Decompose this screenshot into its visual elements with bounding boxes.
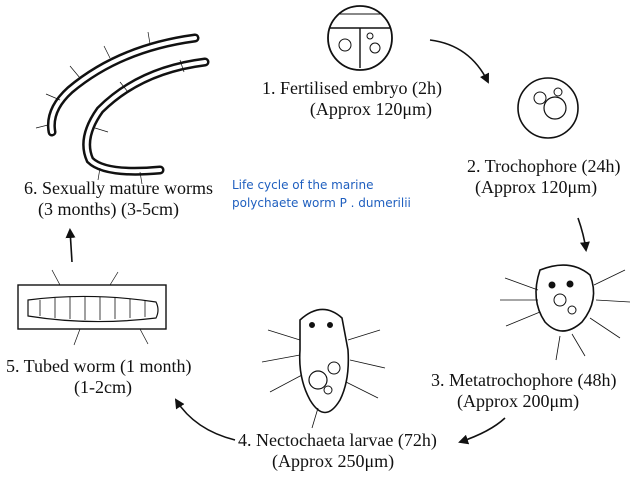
stage-3-title: 3. Metatrochophore (48h): [431, 370, 617, 390]
nectochaeta-illustration: [261, 308, 386, 429]
stage-1-size: (Approx 120μm): [309, 99, 433, 119]
stage-2-title: 2. Trochophore (24h): [467, 156, 621, 176]
stage-3-label: 3. Metatrochophore (48h) (Approx 200μm): [431, 370, 616, 412]
stage-4-title: 4. Nectochaeta larvae (72h): [238, 430, 437, 450]
stage-3-size: (Approx 200μm): [457, 391, 580, 411]
metatrochophore-illustration: [500, 264, 631, 361]
stage-4-size: (Approx 250μm): [272, 451, 395, 471]
stage-1-label: 1. Fertilised embryo (2h) (Approx 120μm): [262, 78, 442, 120]
stage-4-label: 4. Nectochaeta larvae (72h) (Approx 250μ…: [238, 430, 437, 472]
caption-line-1: Life cycle of the marine: [232, 178, 374, 192]
arrow-3-to-4: [458, 417, 506, 445]
fertilised-embryo-illustration: [327, 5, 393, 71]
stage-6-title: 6. Sexually mature worms: [24, 178, 213, 198]
stage-5-title: 5. Tubed worm (1 month): [6, 356, 192, 376]
stage-1-title: 1. Fertilised embryo (2h): [262, 78, 442, 98]
stage-6-size: (3 months) (3-5cm): [38, 199, 179, 219]
arrow-2-to-3: [577, 217, 590, 252]
arrow-4-to-5: [174, 398, 236, 441]
stage-2-size: (Approx 120μm): [475, 177, 598, 197]
diagram-caption: Life cycle of the marine polychaete worm…: [232, 176, 472, 212]
mature-worms-illustration: [35, 31, 210, 185]
arrow-5-to-6: [65, 228, 76, 263]
caption-line-2: polychaete worm P . dumerilii: [232, 196, 411, 210]
stage-5-label: 5. Tubed worm (1 month) (1-2cm): [6, 356, 192, 398]
stage-2-label: 2. Trochophore (24h) (Approx 120μm): [467, 156, 621, 198]
trochophore-illustration: [517, 77, 579, 139]
stage-5-size: (1-2cm): [74, 377, 132, 397]
tubed-worm-illustration: [17, 269, 167, 346]
stage-6-label: 6. Sexually mature worms (3 months) (3-5…: [24, 178, 213, 220]
arrow-1-to-2: [429, 39, 489, 84]
